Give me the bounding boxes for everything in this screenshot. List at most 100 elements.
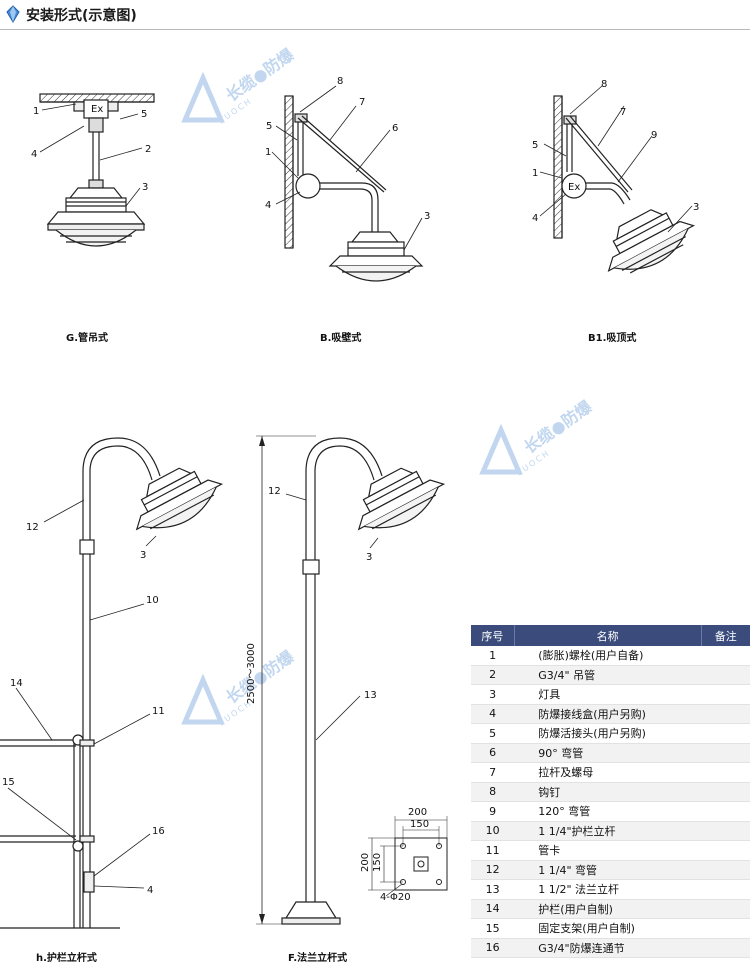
row-remark (701, 840, 750, 861)
row-number: 12 (471, 860, 515, 880)
table-header-row: 序号 名称 备注 (471, 625, 750, 646)
caption-b1: B1.吸顶式 (588, 331, 636, 344)
row-name: 护栏(用户自制) (514, 899, 702, 919)
row-name: 固定支架(用户自制) (514, 918, 702, 939)
figure-b-leaders (271, 85, 423, 251)
callout-f-3: 3 (366, 552, 372, 563)
callout-h-11: 11 (152, 706, 165, 717)
row-remark (701, 743, 750, 763)
callout-b1-8: 8 (601, 79, 607, 90)
column-header-remark: 备注 (701, 625, 750, 646)
row-number: 5 (471, 723, 515, 744)
dimension-plate-width-inner: 150 (410, 819, 429, 830)
section-header: 安装形式(示意图) (0, 0, 750, 30)
figure-f-flange (256, 435, 446, 925)
row-remark (701, 801, 750, 822)
row-name: (膨胀)螺栓(用户自备) (514, 646, 702, 666)
callout-h-10: 10 (146, 595, 159, 606)
dimension-plate-width: 200 (408, 807, 427, 818)
row-name: G3/4" 吊管 (514, 665, 702, 685)
row-remark (701, 762, 750, 783)
callout-h-16: 16 (152, 826, 165, 837)
callout-h-14: 14 (10, 678, 23, 689)
callout-b-5: 5 (266, 121, 272, 132)
row-number: 11 (471, 840, 515, 861)
table-row: 1(膨胀)螺栓(用户自备) (471, 646, 750, 666)
caption-h: h.护栏立杆式 (36, 951, 97, 964)
callout-b-8: 8 (337, 76, 343, 87)
dimension-plate-height-inner: 150 (372, 853, 383, 872)
callout-b-4: 4 (265, 200, 271, 211)
figure-h-leaders (7, 499, 157, 889)
row-remark (701, 938, 750, 958)
row-remark (701, 821, 750, 841)
row-remark (701, 899, 750, 919)
row-name: 防爆活接头(用户另购) (514, 723, 702, 744)
callout-b1-7: 7 (620, 107, 626, 118)
row-remark (701, 704, 750, 724)
callout-g-5: 5 (141, 109, 147, 120)
callout-f-12: 12 (268, 486, 281, 497)
figure-g-pendant: Ex (39, 93, 155, 247)
column-header-name: 名称 (514, 625, 702, 646)
row-number: 13 (471, 879, 515, 900)
row-number: 7 (471, 762, 515, 783)
dimension-plate-height: 200 (360, 853, 371, 872)
callout-g-4: 4 (31, 149, 37, 160)
callout-g-2: 2 (145, 144, 151, 155)
callout-h-12: 12 (26, 522, 39, 533)
row-name: 拉杆及螺母 (514, 762, 702, 783)
caption-b: B.吸壁式 (320, 331, 361, 344)
row-name: 1 1/2" 法兰立杆 (514, 879, 702, 900)
callout-b-6: 6 (392, 123, 398, 134)
row-remark (701, 879, 750, 900)
callout-b-1: 1 (265, 147, 271, 158)
caption-g: G.管吊式 (66, 331, 108, 344)
row-name: 防爆接线盒(用户另购) (514, 704, 702, 724)
callout-b-7: 7 (359, 97, 365, 108)
callout-g-3: 3 (142, 182, 148, 193)
header-divider (0, 29, 750, 30)
dimension-holes: 4-Φ20 (380, 892, 411, 903)
figure-h-guardrail (0, 437, 224, 929)
row-remark (701, 684, 750, 705)
row-number: 4 (471, 704, 515, 724)
row-remark (701, 918, 750, 939)
figure-b1-ceiling: Ex (553, 95, 696, 274)
watermark-brand: 长缆●防爆 (222, 646, 298, 707)
row-name: 1 1/4"护栏立杆 (514, 821, 702, 841)
dimension-height: 2500～3000 (246, 643, 257, 704)
row-name: 灯具 (514, 684, 702, 705)
row-number: 15 (471, 918, 515, 939)
figure-f-leaders (285, 493, 379, 741)
row-number: 8 (471, 782, 515, 802)
row-number: 14 (471, 899, 515, 919)
watermark-brand: 长缆●防爆 (520, 396, 596, 457)
row-number: 10 (471, 821, 515, 841)
callout-h-4: 4 (147, 885, 153, 896)
row-number: 2 (471, 665, 515, 685)
row-remark (701, 860, 750, 880)
row-remark (701, 665, 750, 685)
row-name: G3/4"防爆连通节 (514, 938, 702, 958)
row-name: 120° 弯管 (514, 801, 702, 822)
row-name: 1 1/4" 弯管 (514, 860, 702, 880)
junction-box-label: Ex (568, 182, 580, 193)
callout-b1-1: 1 (532, 168, 538, 179)
diamond-icon (6, 5, 20, 23)
callout-b1-3: 3 (693, 202, 699, 213)
row-number: 16 (471, 938, 515, 958)
